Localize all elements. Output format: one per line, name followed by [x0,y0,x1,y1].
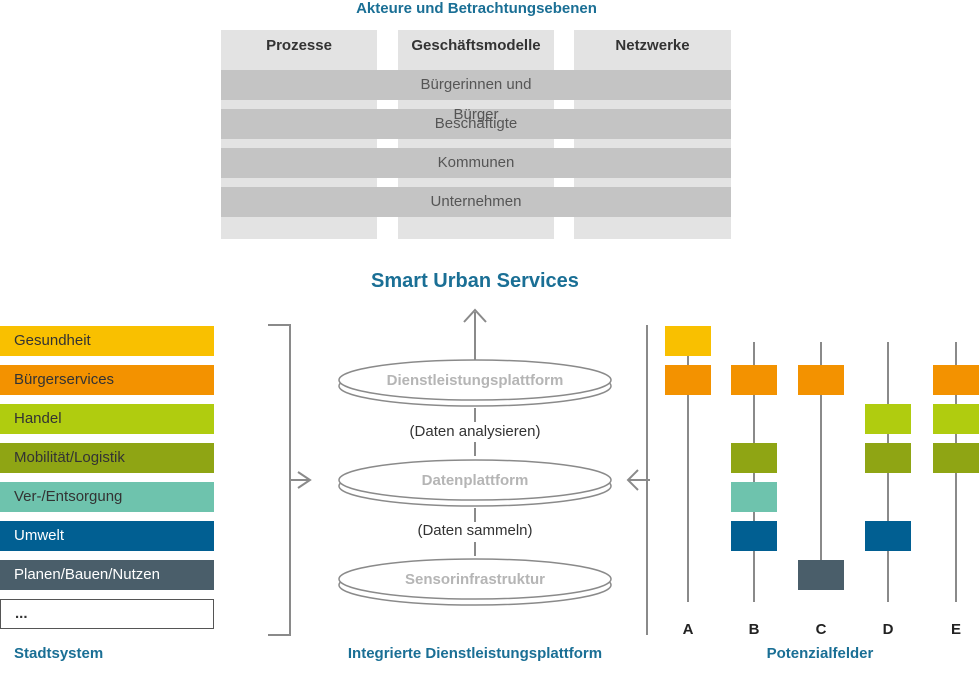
potential-field-column-label: E [950,621,961,638]
layer-disc-sensors [338,558,612,600]
layer-label: Dienstleistungsplattform [386,372,564,389]
potential-field-block [865,521,911,551]
connector-label: (Daten sammeln) [375,522,575,539]
city-category: Bürgerservices [0,365,214,395]
potential-field-column-label: A [682,621,694,638]
actor-band [221,148,731,178]
actor-label: Beschäftigte [434,115,518,132]
city-category: Handel [0,404,214,434]
layer-label: Sensorinfrastruktur [404,571,546,588]
potential-field-block [665,326,711,356]
platform-diagram [268,308,650,636]
platform-label: Integrierte Dienstleistungsplattform [347,645,603,662]
actor-band [221,70,731,100]
connector-label: (Daten analysieren) [375,423,575,440]
potential-field-line [820,342,822,560]
layer-disc-services [338,359,612,401]
potential-field-line [687,326,689,602]
city-category: Ver-/Entsorgung [0,482,214,512]
potential-field-block [865,443,911,473]
potential-field-block [933,365,979,395]
potential-field-block [865,404,911,434]
layer-label: Datenplattform [421,472,529,489]
city-category: Planen/Bauen/Nutzen [0,560,214,590]
column-heading: Geschäftsmodelle [411,37,541,54]
potential-field-column-label: B [748,621,760,638]
layer-disc-data [338,459,612,501]
actor-label: Bürgerinnen und Bürger [420,76,532,123]
potential-field-block [798,560,844,590]
arrow-up-icon [463,308,487,323]
left-bracket [268,324,291,636]
potential-field-block [665,365,711,395]
arrow-left-icon [626,469,639,491]
actor-band [221,187,731,217]
city-category: Gesundheit [0,326,214,356]
actor-band [221,109,731,139]
smart-urban-services-title: Smart Urban Services [371,270,579,292]
actor-label: Unternehmen [430,193,522,210]
potential-field-block [933,404,979,434]
potential-field-block [731,443,777,473]
city-system-label: Stadtsystem [14,645,104,662]
potential-field-column-label: C [815,621,827,638]
column-heading: Netzwerke [615,37,690,54]
potential-field-column-label: D [882,621,894,638]
column-heading: Prozesse [266,37,332,54]
potential-field-block [731,482,777,512]
potential-field-block [798,365,844,395]
potential-field-block [933,443,979,473]
city-category: ... [0,599,214,629]
city-category: Mobilität/Logistik [0,443,214,473]
potential-fields-label: Potenzialfelder [766,645,874,662]
potential-field-block [731,521,777,551]
potential-field-block [731,365,777,395]
city-category: Umwelt [0,521,214,551]
divider-line [646,325,648,635]
actor-label: Kommunen [437,154,515,171]
actors-title: Akteure und Betrachtungsebenen [356,0,597,17]
